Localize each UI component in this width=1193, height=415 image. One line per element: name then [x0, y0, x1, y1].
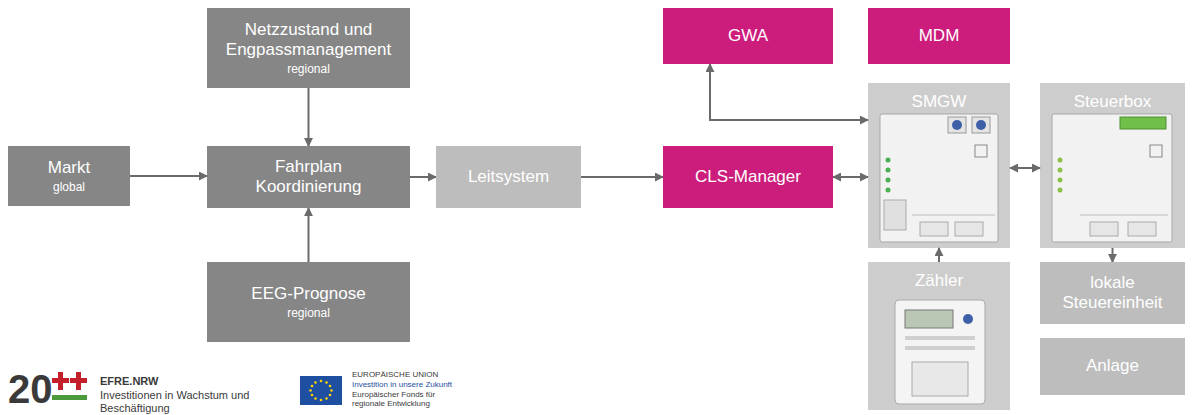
process-box: Netzzustand und Engpassmanagementregiona…: [207, 8, 410, 88]
node-subtitle: regional: [287, 62, 330, 76]
connector-arrow: [410, 176, 436, 178]
node-title: Anlage: [1086, 356, 1139, 376]
device-panel: Zähler: [868, 262, 1010, 410]
node-title: SMGW: [912, 92, 967, 112]
panel: [1040, 83, 1185, 248]
node-subtitle: global: [53, 180, 85, 194]
logo-caption: EFRE.NRW: [100, 375, 158, 388]
panel: [868, 262, 1010, 410]
node-title: EEG-Prognose: [251, 284, 365, 304]
logo-text: 20: [8, 366, 53, 412]
connector-arrow: [833, 176, 868, 178]
connector-arrow: [1112, 248, 1114, 262]
connector-arrow: [308, 88, 310, 146]
node-title: Fahrplan Koordinierung: [244, 157, 374, 198]
node-title: Markt: [48, 158, 91, 178]
node-title: Steuerbox: [1074, 92, 1152, 112]
node-title: Netzzustand und Engpassmanagement: [219, 20, 399, 61]
steuerbox-device: [1052, 114, 1172, 242]
logo-caption: Investition in unsere Zukunft: [352, 380, 452, 389]
logo-mark: [52, 372, 87, 400]
process-box: GWA: [663, 8, 833, 64]
panel: [868, 83, 1010, 248]
node-title: Zähler: [915, 271, 963, 291]
process-box: lokale Steuereinheit: [1040, 262, 1185, 324]
device-panel: SMGW: [868, 83, 1010, 248]
node-title: lokale Steuereinheit: [1053, 273, 1173, 314]
logo-caption: Europäischer Fonds für regionale Entwick…: [352, 390, 464, 408]
connector-arrow: [1010, 167, 1040, 169]
logo-caption: Investitionen in Wachstum und Beschäftig…: [100, 389, 250, 414]
connector-arrow: [710, 64, 868, 120]
node-title: GWA: [728, 26, 768, 46]
device-panel: Steuerbox: [1040, 83, 1185, 248]
node-title: CLS-Manager: [695, 167, 801, 187]
node-title: Leitsystem: [468, 167, 549, 187]
process-box: Markt global: [8, 146, 130, 206]
process-box: Fahrplan Koordinierung: [207, 146, 410, 208]
meter-device: [895, 300, 985, 404]
connector-arrow: [581, 176, 663, 178]
smgw-device: [880, 114, 998, 242]
process-box: EEG-Prognose regional: [207, 262, 410, 342]
process-box: CLS-Manager: [663, 146, 833, 208]
node-title: MDM: [919, 26, 960, 46]
connector-arrow: [938, 248, 940, 262]
connector-arrow: [130, 175, 207, 177]
process-box: MDM: [868, 8, 1010, 64]
process-box: Anlage: [1040, 338, 1185, 395]
eu-flag: [300, 376, 342, 405]
logo-caption: EUROPÄISCHE UNION: [352, 370, 438, 379]
process-box: Leitsystem: [436, 146, 581, 208]
connector-arrow: [308, 208, 310, 262]
node-subtitle: regional: [287, 306, 330, 320]
